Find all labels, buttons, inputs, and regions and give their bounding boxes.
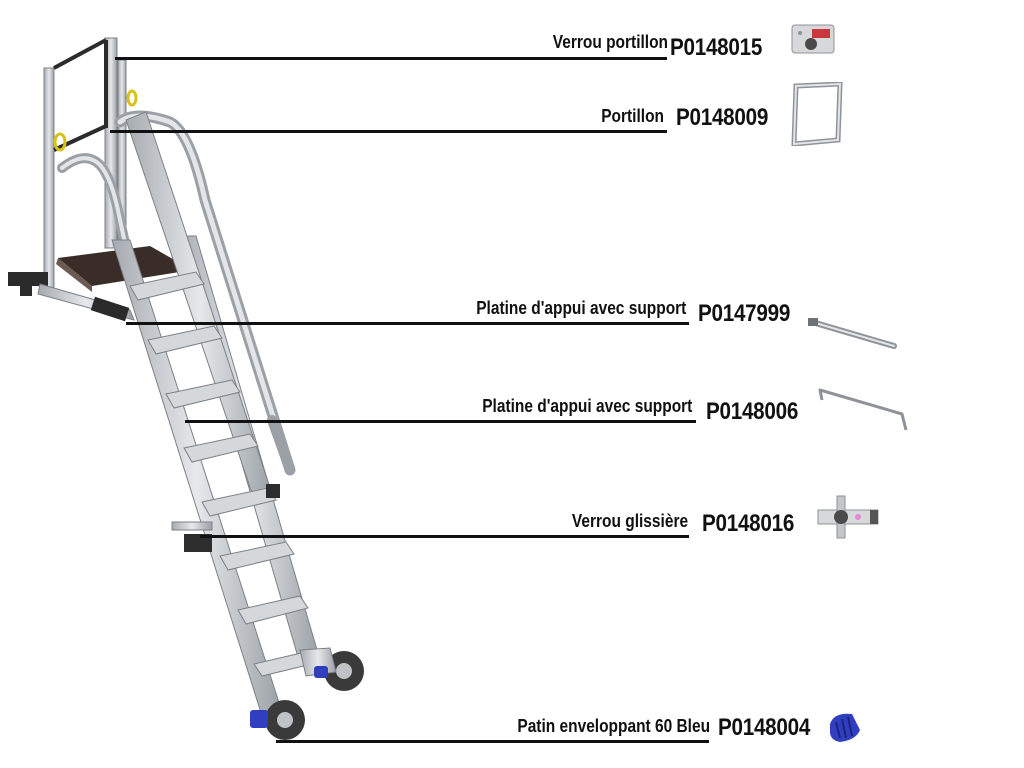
part-ref-2: P0148009 (676, 104, 769, 131)
leader-line-5 (200, 535, 689, 538)
handrails (57, 110, 296, 476)
part-ref-3: P0147999 (698, 300, 791, 327)
part-name-3: Platine d'appui avec support (475, 298, 686, 318)
slide-lock-thumb (817, 495, 879, 539)
leader-line-2 (110, 130, 667, 133)
part-ref-5: P0148016 (702, 510, 795, 537)
part-name-2: Portillon (601, 106, 664, 126)
part-name-6: Patin enveloppant 60 Bleu (517, 716, 710, 736)
leader-line-4 (185, 420, 696, 423)
yellow-catch (53, 89, 138, 152)
gate-bars (53, 38, 108, 152)
leader-line-6 (276, 740, 709, 743)
part-name-5: Verrou glissière (571, 511, 688, 531)
rail-clamps (171, 484, 280, 552)
leader-line-3 (126, 322, 689, 325)
ladder-stiles (111, 111, 321, 717)
gate-frame-thumb (791, 82, 843, 146)
ladder-steps (129, 271, 321, 677)
wheels (265, 647, 364, 740)
blue-foot-thumb (830, 713, 860, 742)
rod-thumb (808, 318, 897, 349)
part-ref-1: P0148015 (670, 34, 763, 61)
leader-line-1 (115, 57, 667, 60)
part-name-4: Platine d'appui avec support (481, 396, 692, 416)
part-name-1: Verrou portillon (552, 32, 668, 52)
lock-panel-thumb (791, 24, 835, 54)
blue-feet (250, 666, 328, 728)
bent-rod-thumb (818, 388, 908, 431)
part-ref-6: P0148004 (718, 714, 811, 741)
part-ref-4: P0148006 (706, 398, 799, 425)
